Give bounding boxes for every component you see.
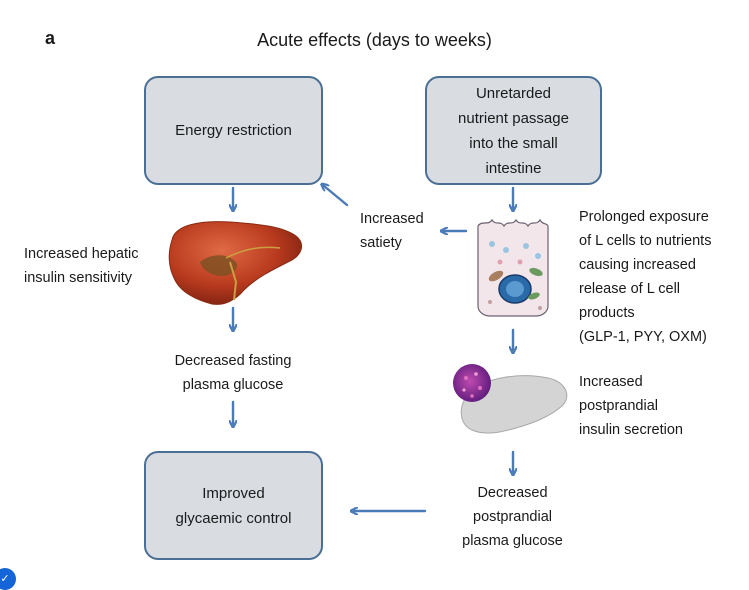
verified-badge-icon[interactable]: ✓ — [0, 568, 16, 590]
energy-restriction-label: Energy restriction — [175, 122, 292, 139]
increased-satiety-label: Increased satiety — [360, 211, 424, 251]
improved-control-box: Improved glycaemic control — [144, 451, 323, 560]
diagram-title: Acute effects (days to weeks) — [257, 30, 492, 50]
energy-restriction-box: Energy restriction — [144, 76, 323, 185]
nutrient-passage-box: Unretarded nutrient passage into the sma… — [425, 76, 602, 185]
panel-letter: a — [45, 28, 56, 48]
arrow-satiety-to-energy — [324, 186, 349, 207]
nutrient-passage-label: Unretarded nutrient passage into the sma… — [458, 84, 569, 177]
decreased-postprandial-label: Decreased postprandial plasma glucose — [462, 485, 563, 549]
liver-illustration — [168, 221, 303, 305]
pancreas-illustration — [453, 364, 568, 434]
l-cell-exposure-label: Prolonged exposure of L cells to nutrien… — [579, 209, 712, 345]
l-cell-illustration — [477, 218, 549, 317]
hepatic-sensitivity-label: Increased hepatic insulin sensitivity — [24, 246, 139, 286]
decreased-fasting-label: Decreased fasting plasma glucose — [174, 353, 292, 393]
improved-control-label: Improved glycaemic control — [175, 484, 292, 527]
insulin-secretion-label: Increased postprandial insulin secretion — [579, 374, 683, 438]
